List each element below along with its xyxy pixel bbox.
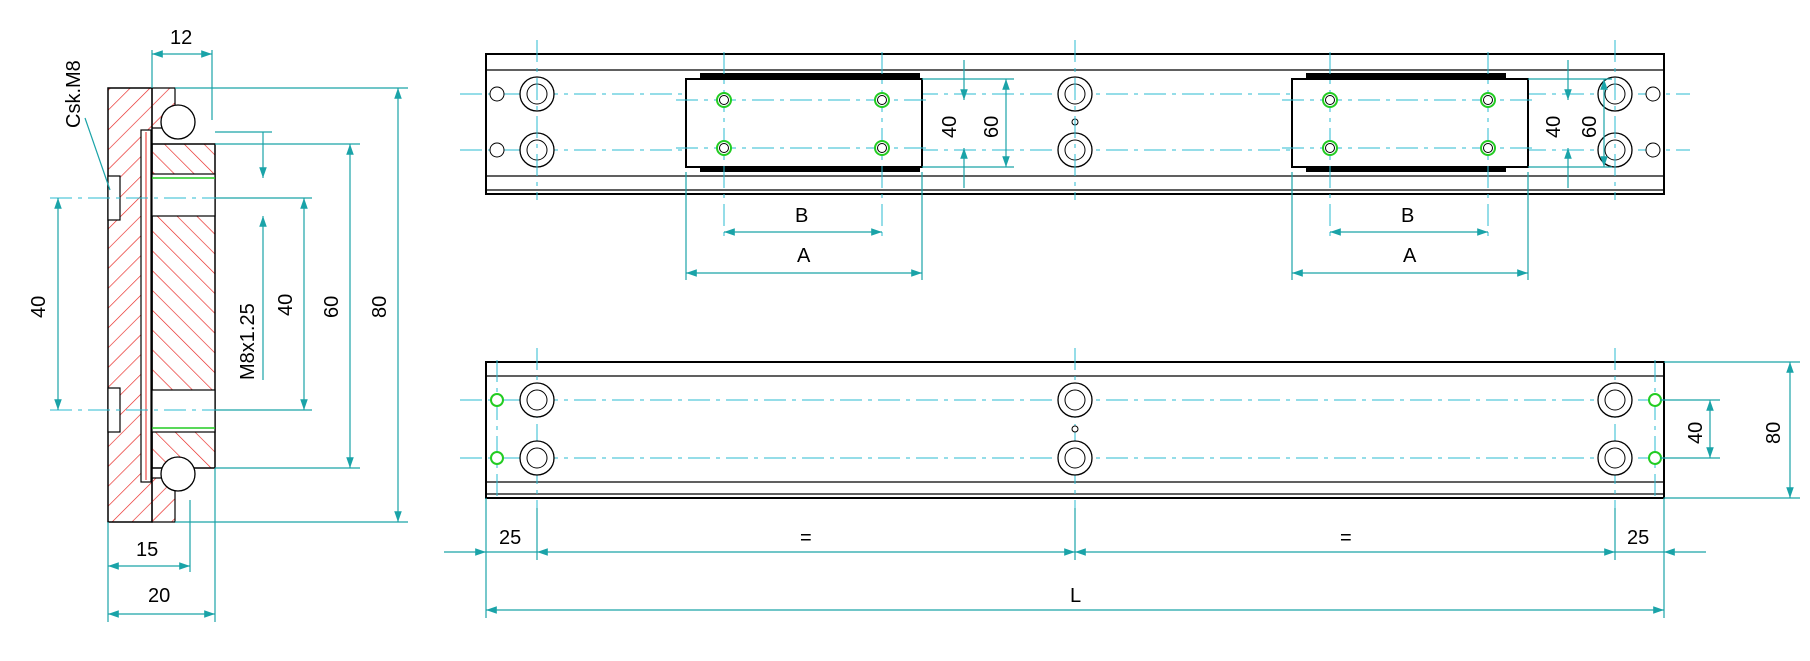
- dim-40-rail: 40: [1685, 422, 1707, 444]
- end-thread-hole: [490, 393, 504, 407]
- carriage-left: B A 40 60: [676, 52, 1014, 280]
- dim-40: 40: [275, 294, 297, 316]
- dim-20: 20: [148, 585, 170, 607]
- dim-length: L: [1070, 585, 1081, 607]
- dim-60-carriage-right: 60: [1579, 116, 1601, 138]
- carriage-right: B A 40 60: [1282, 52, 1612, 280]
- dim-80: 80: [369, 296, 391, 318]
- dim-80-rail: 80: [1763, 422, 1785, 444]
- thread-hole-bottom: [151, 389, 216, 433]
- rail-end-hole: [1645, 142, 1661, 158]
- dim-40-carriage-left: 40: [939, 116, 961, 138]
- top-view: B A 40 60: [460, 40, 1690, 280]
- section-view: 12 Csk.M8 40 M8x1.25 40 60 80 15: [28, 27, 408, 622]
- dim-thread: M8x1.25: [237, 303, 259, 380]
- dim-60-carriage-left: 60: [981, 116, 1003, 138]
- dim-40-left: 40: [28, 296, 50, 318]
- dim-a-right: A: [1403, 245, 1417, 267]
- dim-equal-left: =: [800, 527, 812, 549]
- bottom-view: 40 80 25 = = 25 L: [444, 348, 1800, 618]
- end-thread-hole: [490, 451, 504, 465]
- end-thread-hole: [1648, 393, 1662, 407]
- rail-end-hole: [489, 86, 505, 102]
- dim-a-left: A: [797, 245, 811, 267]
- rail-end-hole: [1645, 86, 1661, 102]
- csk-label: Csk.M8: [63, 60, 85, 128]
- bottom-holes: [519, 382, 1633, 476]
- rail-end-hole: [489, 142, 505, 158]
- dim-15: 15: [136, 539, 158, 561]
- dim-equal-right: =: [1340, 527, 1352, 549]
- dim-12: 12: [170, 27, 192, 49]
- roller-top: [160, 104, 196, 140]
- thread-hole-top: [151, 173, 216, 217]
- dim-40-carriage-right: 40: [1543, 116, 1565, 138]
- dim-60: 60: [321, 296, 343, 318]
- dim-25-left: 25: [499, 527, 521, 549]
- dim-b-left: B: [795, 205, 808, 227]
- dim-25-right: 25: [1627, 527, 1649, 549]
- end-thread-hole: [1648, 451, 1662, 465]
- roller-bottom: [160, 456, 196, 492]
- dim-b-right: B: [1401, 205, 1414, 227]
